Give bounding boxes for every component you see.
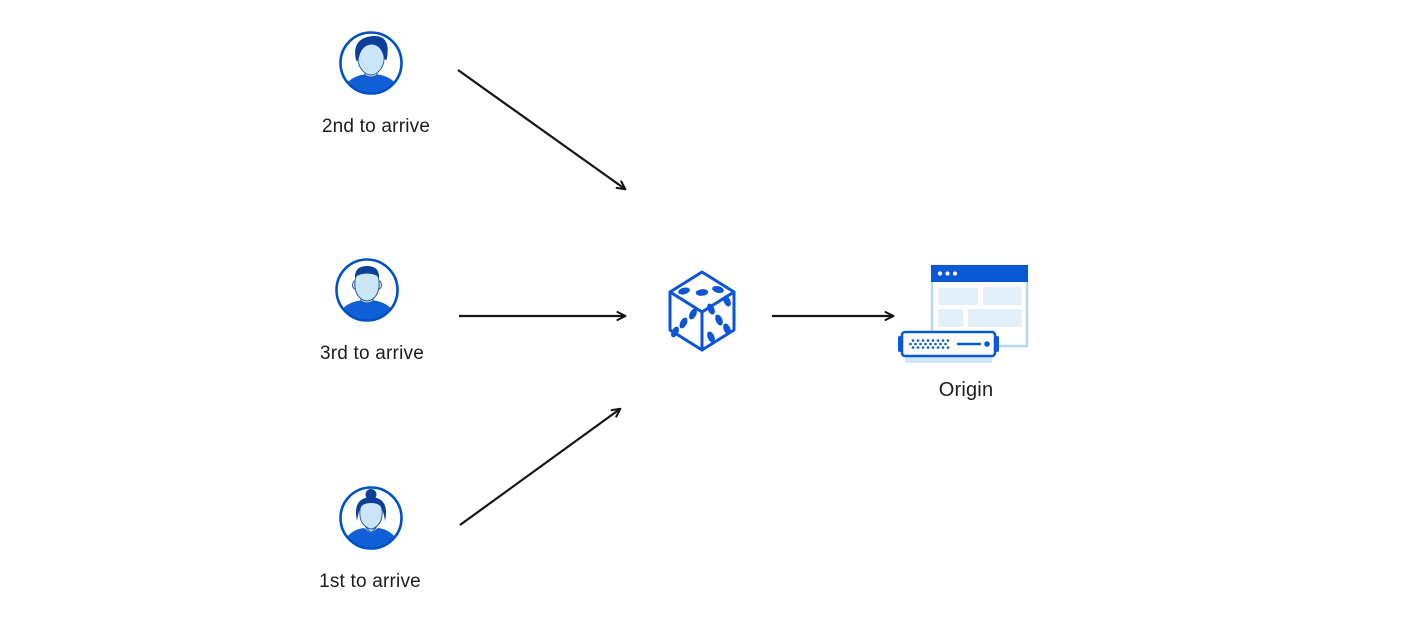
dice-icon bbox=[668, 270, 736, 352]
origin-node bbox=[896, 262, 1030, 366]
man-flattop-avatar-icon bbox=[335, 258, 399, 322]
origin-label: Origin bbox=[938, 379, 994, 401]
arrow-client-first-to-dice bbox=[459, 407, 622, 526]
arrow-client-second-to-dice bbox=[457, 69, 627, 191]
origin-server-browser-icon bbox=[898, 264, 1029, 363]
window-dots-icon bbox=[937, 271, 958, 276]
client-second-label: 2nd to arrive bbox=[321, 116, 431, 137]
client-third-label: 3rd to arrive bbox=[320, 343, 424, 364]
client-node-second bbox=[338, 30, 404, 96]
woman-avatar-icon bbox=[339, 486, 403, 550]
server-vents bbox=[909, 339, 950, 349]
dice-node bbox=[667, 269, 737, 353]
server-icon bbox=[898, 330, 999, 363]
client-node-first bbox=[338, 485, 404, 551]
client-first-label: 1st to arrive bbox=[319, 571, 421, 592]
client-node-third bbox=[334, 257, 400, 323]
man-avatar-icon bbox=[339, 31, 403, 95]
